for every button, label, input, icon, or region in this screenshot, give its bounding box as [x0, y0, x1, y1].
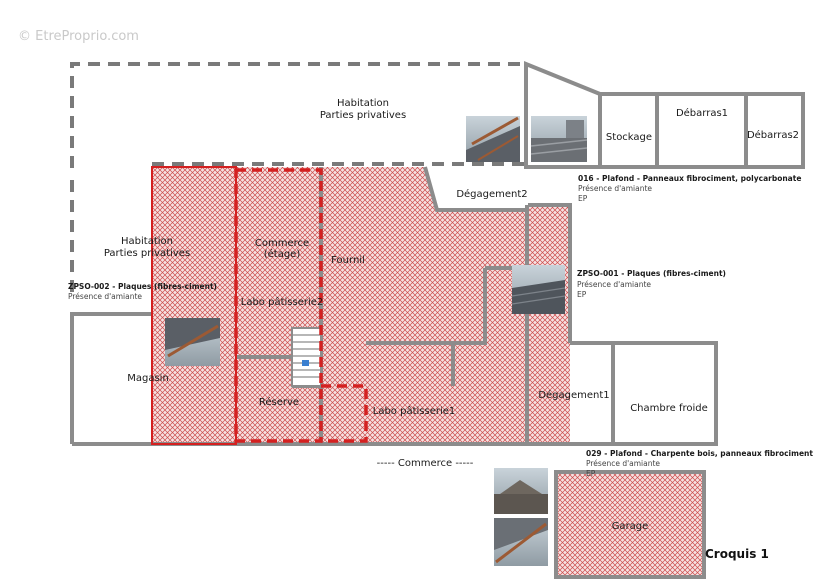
- photo-thumbnail-2: [530, 116, 588, 162]
- wall-chambre-froide: [570, 341, 718, 446]
- label-habitation-left-1: Habitation: [121, 236, 173, 247]
- label-magasin: Magasin: [127, 373, 169, 384]
- wall-right: [528, 203, 572, 343]
- svg-text:Présence d'amiante: Présence d'amiante: [68, 292, 142, 301]
- label-debarras2: Débarras2: [747, 129, 799, 141]
- hatched-zone-garage: [556, 472, 704, 577]
- svg-text:016 - Plafond - Panneaux fibro: 016 - Plafond - Panneaux fibrociment, po…: [578, 174, 801, 183]
- label-habitation-top-1: Habitation: [337, 98, 389, 109]
- annotation-zpso-001: ZPSO-001 - Plaques (fibres-ciment) Prése…: [577, 269, 726, 299]
- label-habitation-top-2: Parties privatives: [320, 110, 406, 121]
- label-garage: Garage: [612, 521, 649, 532]
- label-degagement2: Dégagement2: [456, 188, 527, 200]
- photo-thumbnail-1: [466, 116, 520, 162]
- wall-garage: [554, 470, 706, 579]
- label-degagement1: Dégagement1: [538, 389, 609, 401]
- hatched-zone-main: [152, 167, 570, 444]
- svg-text:Présence d'amiante: Présence d'amiante: [578, 184, 652, 193]
- label-commerce-etage-2: (étage): [264, 248, 301, 260]
- watermark-text: © EtreProprio.com: [18, 29, 139, 44]
- svg-text:ZPSO-001 - Plaques (fibres-cim: ZPSO-001 - Plaques (fibres-ciment): [577, 269, 726, 278]
- label-labo-patisserie1: Labo pâtisserie1: [373, 405, 456, 417]
- asbestos-zones: [152, 167, 704, 577]
- svg-text:Présence d'amiante: Présence d'amiante: [577, 280, 651, 289]
- label-labo-patisserie2: Labo pâtisserie2: [241, 296, 324, 308]
- annotation-029: 029 - Plafond - Charpente bois, panneaux…: [586, 449, 813, 478]
- room-labels: Habitation Parties privatives Stockage D…: [104, 98, 799, 532]
- stairs-marker-icon: [302, 360, 309, 366]
- photo-thumbnail-6: [494, 518, 548, 566]
- annotation-zpso-002: ZPSO-002 - Plaques (fibres-ciment) Prése…: [68, 282, 217, 301]
- svg-text:029 - Plafond - Charpente bois: 029 - Plafond - Charpente bois, panneaux…: [586, 449, 813, 458]
- label-fournil: Fournil: [331, 255, 365, 266]
- label-commerce-bottom: ----- Commerce -----: [377, 458, 474, 469]
- stairs: [291, 327, 322, 387]
- label-chambre-froide: Chambre froide: [630, 403, 708, 414]
- wall-stockage: [598, 92, 659, 169]
- red-outlines: [151, 166, 368, 445]
- label-debarras1: Débarras1: [676, 107, 728, 119]
- svg-text:ZPSO-002 - Plaques (fibres-cim: ZPSO-002 - Plaques (fibres-ciment): [68, 282, 217, 291]
- svg-text:EP: EP: [578, 194, 588, 203]
- photo-thumbnail-3: [511, 265, 566, 314]
- wall-magasin: [70, 312, 152, 444]
- label-habitation-left-2: Parties privatives: [104, 248, 190, 259]
- wall-debarras2: [744, 92, 805, 169]
- wall-degagement2: [423, 166, 528, 212]
- wall-debarras1: [655, 92, 748, 169]
- wall-fournil-inner: [366, 268, 487, 345]
- annotation-016: 016 - Plafond - Panneaux fibrociment, po…: [578, 174, 801, 203]
- private-area-outline: [70, 62, 526, 300]
- photo-thumbnail-5: [494, 468, 548, 514]
- label-stockage: Stockage: [606, 132, 652, 143]
- photo-thumbnail-4: [165, 318, 220, 366]
- sketch-title: Croquis 1: [705, 547, 769, 561]
- label-commerce-etage-1: Commerce: [255, 238, 309, 249]
- svg-text:EP: EP: [586, 469, 596, 478]
- photo-thumbnails: [165, 116, 588, 566]
- label-reserve: Réserve: [259, 396, 299, 408]
- svg-text:Présence d'amiante: Présence d'amiante: [586, 459, 660, 468]
- svg-text:EP: EP: [577, 290, 587, 299]
